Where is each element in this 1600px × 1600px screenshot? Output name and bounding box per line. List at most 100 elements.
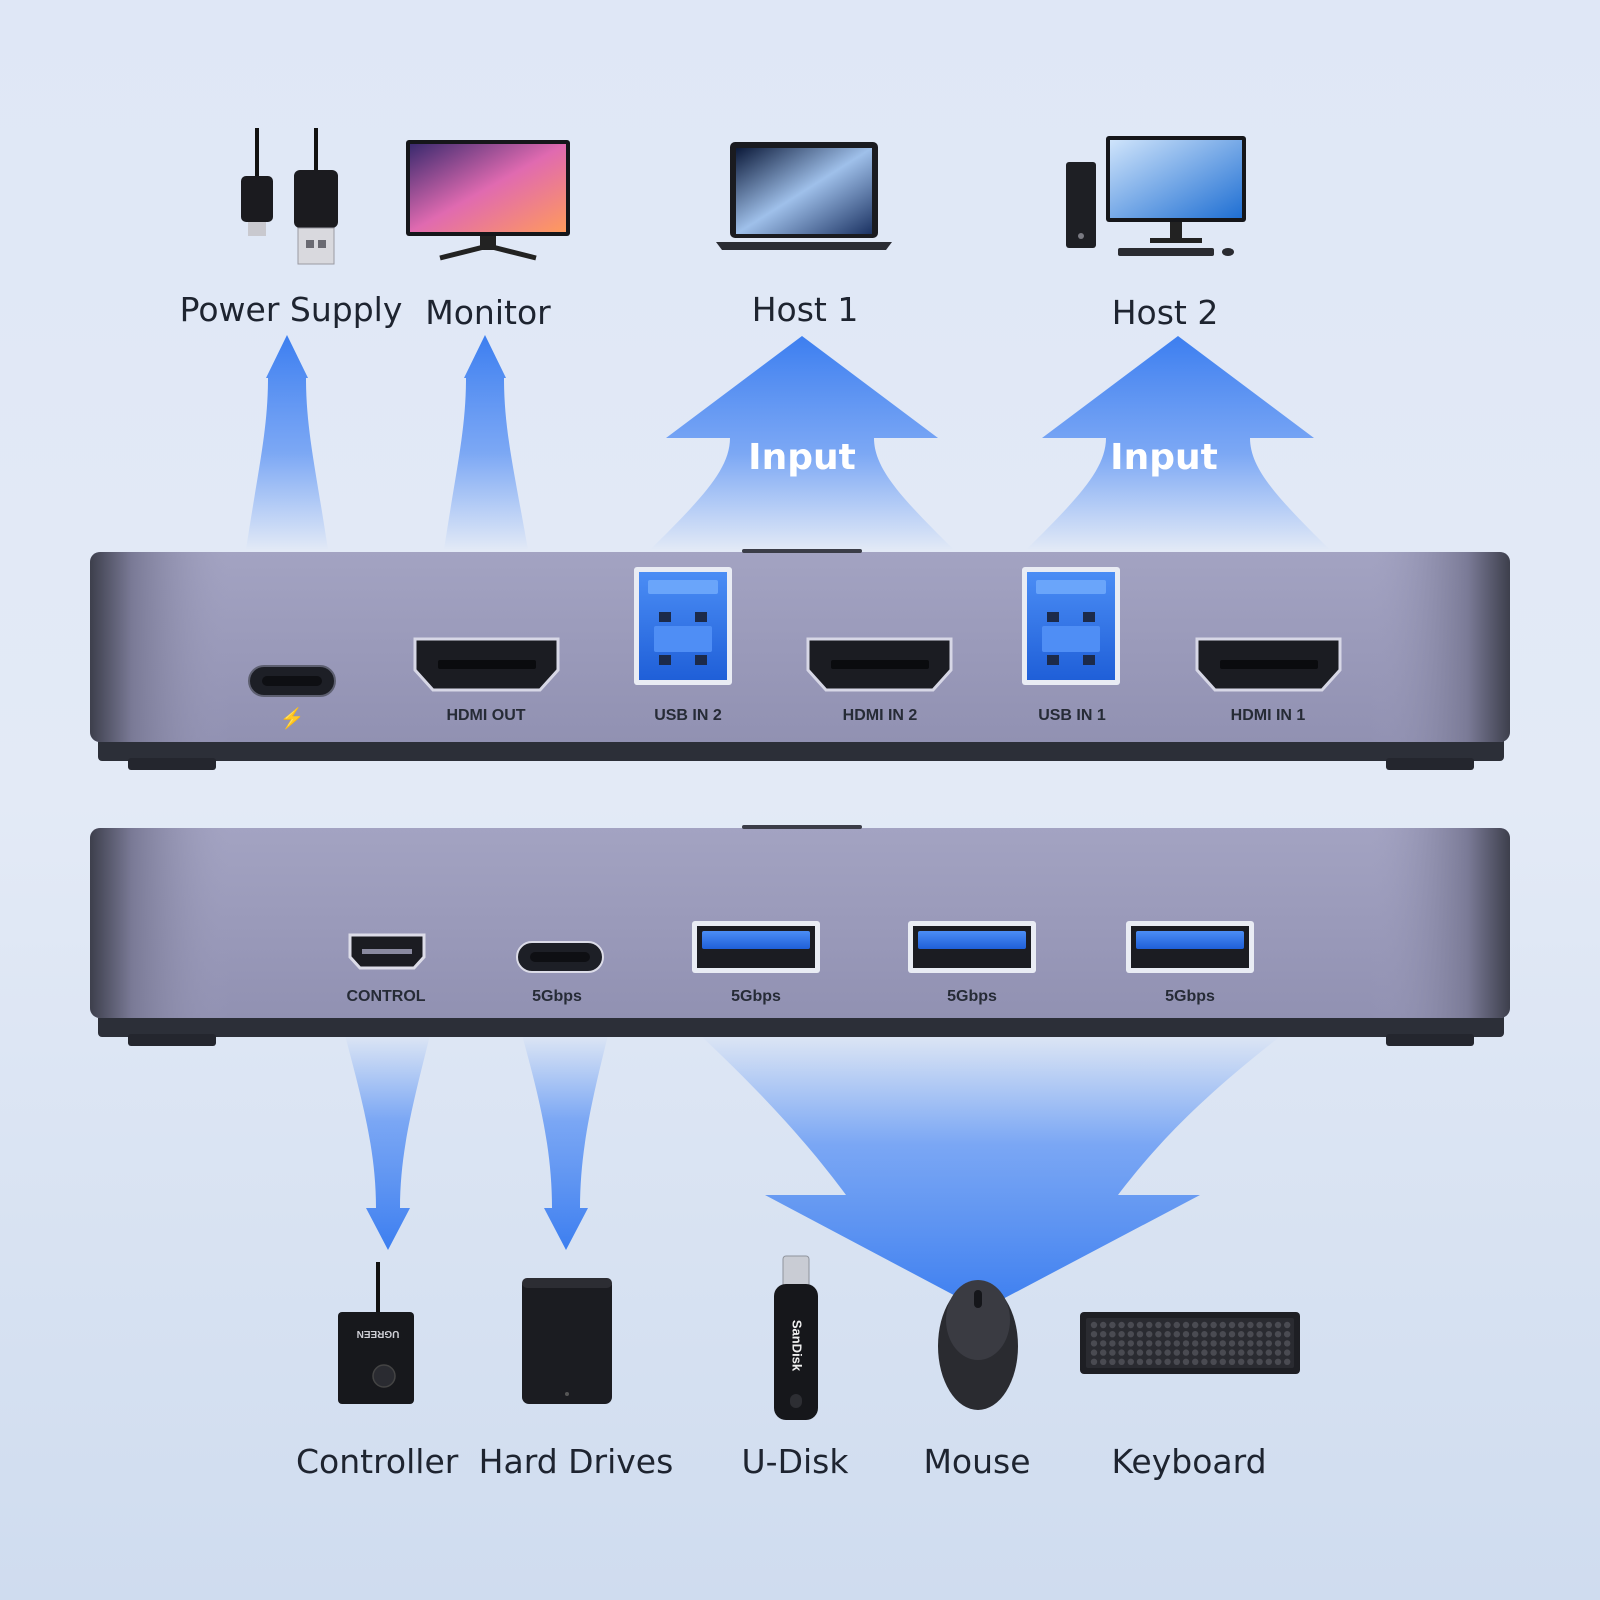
keyboard-key: [1182, 1358, 1190, 1366]
keyboard-key: [1109, 1358, 1116, 1366]
keyboard-key: [1238, 1331, 1245, 1338]
label-monitor: Monitor: [425, 293, 551, 332]
keyboard-key: [1155, 1331, 1162, 1338]
keyboard-keys: [1090, 1321, 1291, 1366]
keyboard-key: [1274, 1340, 1282, 1347]
keyboard-key: [1127, 1321, 1135, 1329]
keyboard-key: [1146, 1331, 1153, 1338]
label-usb-in-2: USB IN 2: [654, 707, 722, 724]
hard-drive-icon: [522, 1278, 612, 1404]
keyboard-key: [1256, 1349, 1263, 1356]
keyboard-key: [1192, 1340, 1199, 1347]
keyboard-key: [1155, 1340, 1162, 1347]
keyboard-key: [1146, 1349, 1153, 1356]
keyboard-key: [1219, 1331, 1227, 1338]
keyboard-key: [1256, 1340, 1263, 1347]
rear-panel: [90, 549, 1510, 770]
keyboard-key: [1274, 1358, 1282, 1366]
keyboard-key: [1090, 1331, 1098, 1338]
usb-brand-text: SanDisk: [789, 1319, 805, 1372]
keyboard-key: [1118, 1349, 1125, 1356]
usbc-data-port: [516, 941, 604, 973]
label-hard-drives: Hard Drives: [478, 1442, 674, 1481]
hdmi-out-port: [413, 637, 560, 692]
keyboard-key: [1164, 1349, 1171, 1356]
keyboard-key: [1210, 1340, 1217, 1347]
keyboard-key: [1118, 1331, 1125, 1338]
label-usba3-5gbps: 5Gbps: [1165, 988, 1215, 1005]
keyboard-key: [1201, 1331, 1208, 1338]
keyboard-key: [1192, 1331, 1199, 1338]
usba-port-2: [908, 921, 1036, 973]
keyboard-icon: [1080, 1312, 1300, 1374]
keyboard-key: [1284, 1358, 1291, 1366]
label-power-supply: Power Supply: [179, 290, 403, 329]
keyboard-key: [1090, 1349, 1098, 1356]
laptop-icon: [716, 142, 892, 250]
keyboard-key: [1118, 1358, 1125, 1366]
keyboard-key: [1127, 1331, 1135, 1338]
keyboard-key: [1284, 1331, 1291, 1338]
keyboard-key: [1136, 1331, 1144, 1338]
keyboard-key: [1210, 1349, 1217, 1356]
label-usba2-5gbps: 5Gbps: [947, 988, 997, 1005]
keyboard-key: [1164, 1340, 1171, 1347]
keyboard-key: [1090, 1340, 1098, 1347]
usbc-power-port: [248, 665, 336, 697]
keyboard-key: [1210, 1331, 1217, 1338]
keyboard-key: [1192, 1349, 1199, 1356]
keyboard-key: [1182, 1340, 1190, 1347]
label-host-1: Host 1: [751, 290, 859, 329]
label-u-disk: U-Disk: [741, 1442, 849, 1481]
keyboard-key: [1136, 1358, 1144, 1366]
keyboard-key: [1274, 1321, 1282, 1329]
controller-brand-text: UGREEN: [356, 1328, 400, 1339]
usba-port-1: [692, 921, 820, 973]
keyboard-key: [1173, 1331, 1181, 1338]
keyboard-key: [1164, 1331, 1171, 1338]
keyboard-key: [1210, 1321, 1217, 1329]
label-control: CONTROL: [346, 988, 426, 1005]
label-keyboard: Keyboard: [1111, 1442, 1267, 1481]
usb-flash-drive-icon: [774, 1255, 818, 1420]
keyboard-key: [1265, 1340, 1273, 1347]
label-host-2: Host 2: [1111, 293, 1219, 332]
label-hdmi-in-2: HDMI IN 2: [842, 707, 918, 724]
label-hdmi-out: HDMI OUT: [446, 707, 526, 724]
keyboard-key: [1219, 1349, 1227, 1356]
keyboard-key: [1247, 1321, 1254, 1329]
keyboard-key: [1155, 1349, 1162, 1356]
keyboard-key: [1090, 1358, 1098, 1366]
arrow-to-controller: [345, 1035, 430, 1250]
keyboard-key: [1155, 1321, 1162, 1329]
keyboard-key: [1219, 1321, 1227, 1329]
keyboard-key: [1173, 1321, 1181, 1329]
keyboard-key: [1182, 1349, 1190, 1356]
keyboard-key: [1238, 1321, 1245, 1329]
keyboard-key: [1192, 1321, 1199, 1329]
keyboard-key: [1182, 1321, 1190, 1329]
hdmi-in-1-port: [1195, 637, 1342, 692]
keyboard-key: [1109, 1349, 1116, 1356]
mouse-icon: [938, 1280, 1018, 1410]
keyboard-key: [1247, 1358, 1254, 1366]
keyboard-key: [1219, 1358, 1227, 1366]
keyboard-key: [1247, 1349, 1254, 1356]
keyboard-key: [1118, 1321, 1125, 1329]
arrow-to-peripherals: [700, 1035, 1282, 1310]
keyboard-key: [1127, 1349, 1135, 1356]
keyboard-key: [1173, 1349, 1181, 1356]
keyboard-key: [1109, 1331, 1116, 1338]
keyboard-key: [1219, 1340, 1227, 1347]
label-hdmi-in-1: HDMI IN 1: [1230, 707, 1306, 724]
keyboard-key: [1155, 1358, 1162, 1366]
label-input-host1: Input: [748, 437, 856, 478]
keyboard-key: [1210, 1358, 1217, 1366]
keyboard-key: [1228, 1340, 1236, 1347]
keyboard-key: [1136, 1340, 1144, 1347]
keyboard-key: [1228, 1349, 1236, 1356]
keyboard-key: [1284, 1321, 1291, 1329]
keyboard-key: [1201, 1349, 1208, 1356]
keyboard-key: [1100, 1331, 1107, 1338]
